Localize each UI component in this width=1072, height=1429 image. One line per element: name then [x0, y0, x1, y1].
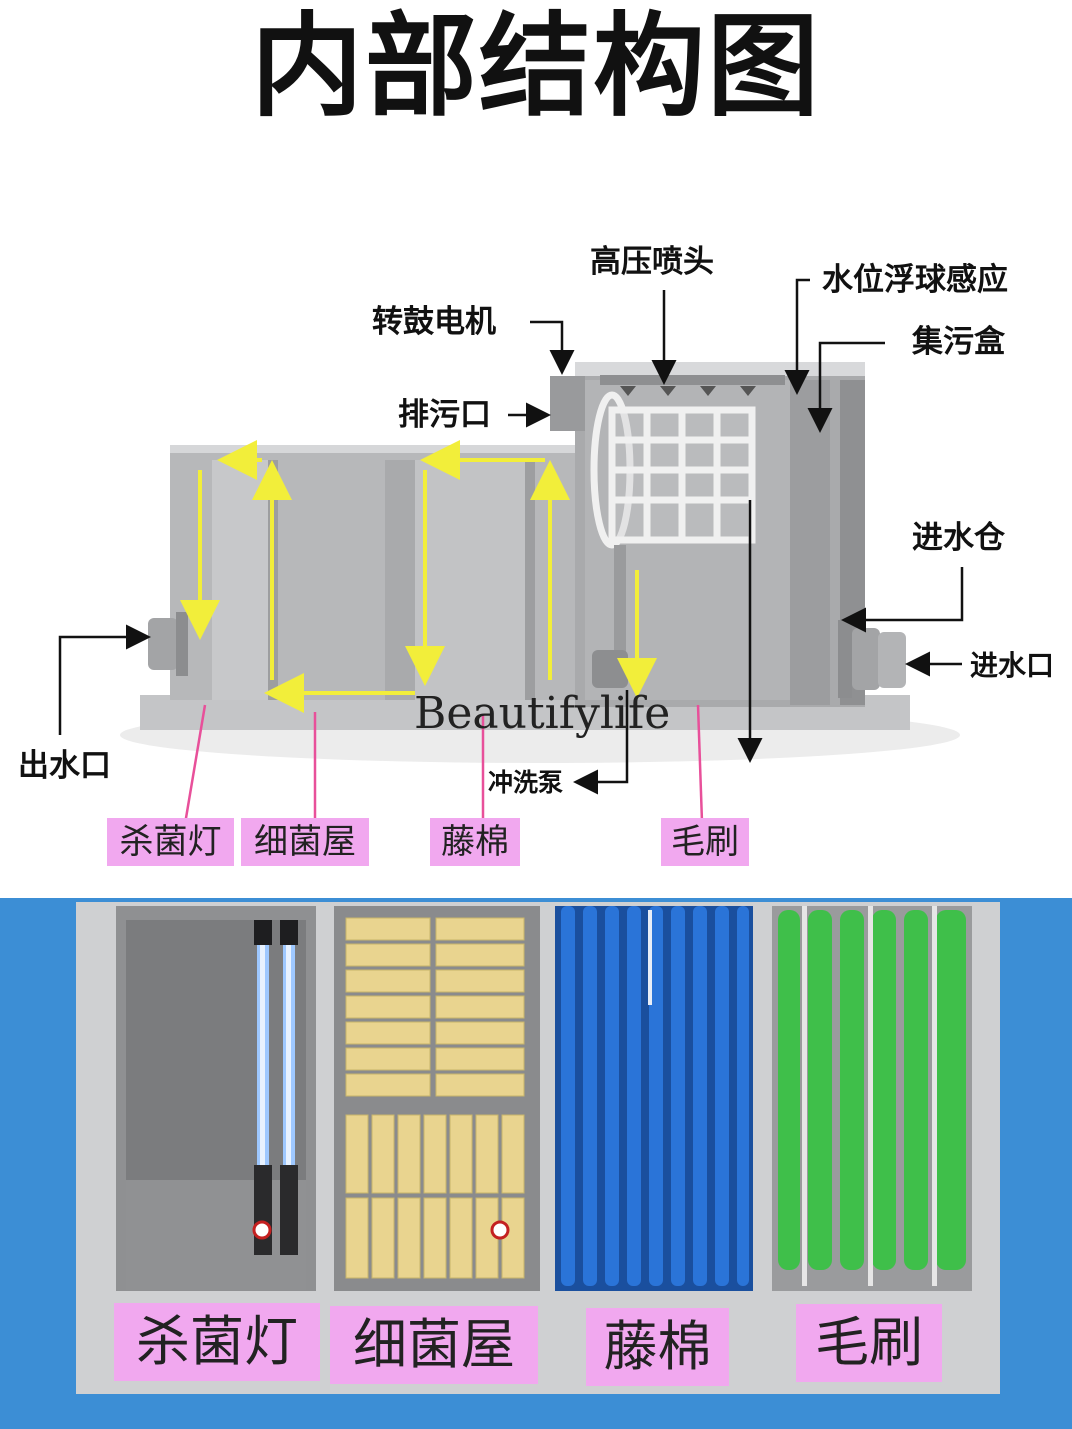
- panel-brush: [772, 906, 972, 1291]
- panel-sponge: [555, 906, 753, 1291]
- panel-uv-lamp: [116, 906, 316, 1291]
- panel-bacteria-house: [334, 906, 540, 1291]
- panel-label-bacteria-house: 细菌屋: [330, 1306, 538, 1384]
- label-drum-motor: 转鼓电机: [372, 304, 496, 340]
- label-water-level-float: 水位浮球感应: [822, 262, 1008, 298]
- drum-motor-box: [550, 376, 585, 431]
- panel-label-brush: 毛刷: [796, 1304, 942, 1382]
- page-title: 内部结构图: [251, 2, 821, 132]
- chamber-label-bacteria-house: 细菌屋: [241, 818, 369, 866]
- outlet-fitting: [148, 618, 178, 670]
- flow-arrows: [180, 440, 657, 713]
- panel-label-sponge: 藤棉: [586, 1308, 729, 1386]
- drum-cage: [590, 391, 756, 549]
- label-high-pressure-nozzle: 高压喷头: [590, 244, 714, 280]
- chamber-label-uv-lamp: 杀菌灯: [107, 818, 234, 866]
- label-inlet-chamber: 进水仓: [912, 520, 1005, 556]
- label-dirt-box: 集污盒: [912, 324, 1005, 360]
- label-drain-outlet: 排污口: [398, 397, 491, 433]
- inlet-fitting: [852, 628, 880, 690]
- panel-label-uv-lamp: 杀菌灯: [114, 1303, 320, 1381]
- chamber-label-brush: 毛刷: [661, 818, 749, 866]
- chamber-label-sponge: 藤棉: [430, 818, 520, 866]
- label-water-inlet: 进水口: [970, 649, 1055, 682]
- uv-tube-2: [280, 920, 298, 1255]
- label-water-outlet: 出水口: [18, 748, 111, 784]
- label-flush-pump: 冲洗泵: [488, 768, 564, 797]
- tank-diagram: [58, 278, 964, 825]
- watermark: Beautifylife: [414, 688, 671, 739]
